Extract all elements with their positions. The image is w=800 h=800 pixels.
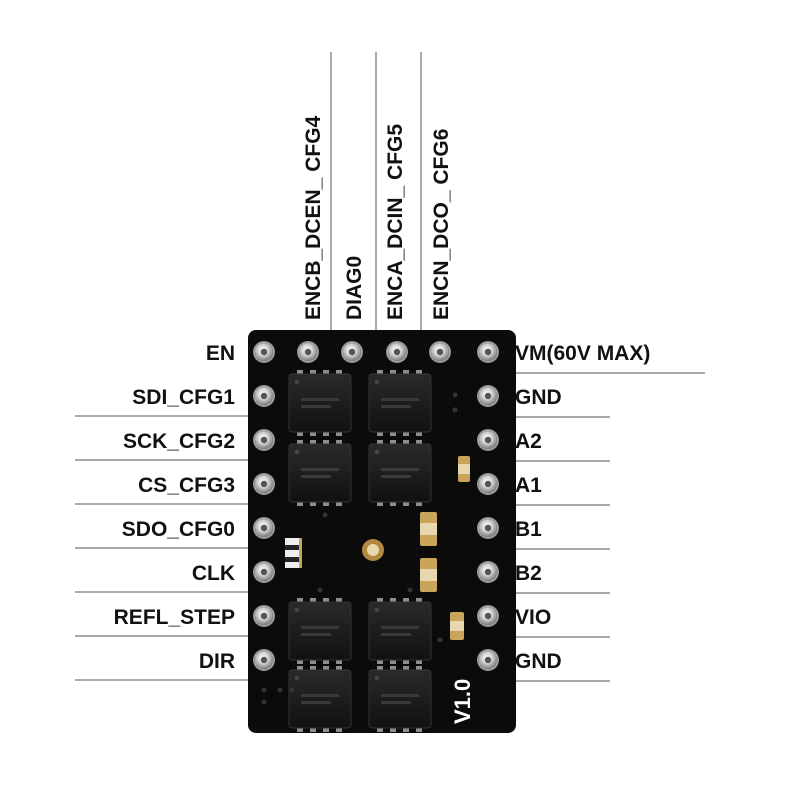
- pad-left-6: [253, 605, 275, 627]
- pad-top-3: [386, 341, 408, 363]
- mosfet-chip: [368, 598, 432, 664]
- pad-top-0: [253, 341, 275, 363]
- pad-left-1: [253, 385, 275, 407]
- resistor-array: [285, 538, 302, 568]
- right-pin-label-gnd-1: GND: [515, 386, 562, 409]
- right-pin-label-gnd-7: GND: [515, 650, 562, 673]
- left-pin-label-sdi-cfg1: SDI_CFG1: [132, 386, 235, 409]
- pad-top-4: [429, 341, 451, 363]
- pad-top-1: [297, 341, 319, 363]
- pad-right-4: [477, 517, 499, 539]
- right-pin-label-vio-6: VIO: [515, 606, 551, 629]
- right-pin-label-b2-5: B2: [515, 562, 542, 585]
- pad-top-2: [341, 341, 363, 363]
- version-mark: V1.0: [450, 679, 475, 724]
- left-pin-label-dir: DIR: [199, 650, 235, 673]
- left-pin-label-clk: CLK: [192, 562, 235, 585]
- left-pin-label-refl-step: REFL_STEP: [114, 606, 235, 629]
- top-pin-label-encn-dco-cfg6: ENCN_DCO_ CFG6: [430, 129, 453, 320]
- mosfet-chip: [368, 370, 432, 436]
- pad-right-5: [477, 561, 499, 583]
- pad-left-5: [253, 561, 275, 583]
- pad-left-7: [253, 649, 275, 671]
- right-pin-label-vm-60v-max-0: VM(60V MAX): [515, 342, 650, 365]
- mount-hole: [362, 539, 384, 561]
- mosfet-chip: [288, 666, 352, 732]
- left-pin-label-en: EN: [206, 342, 235, 365]
- mosfet-chip: [288, 440, 352, 506]
- left-pin-label-sck-cfg2: SCK_CFG2: [123, 430, 235, 453]
- pad-right-3: [477, 473, 499, 495]
- top-pin-label-enca-dcin-cfg5: ENCA_DCIN_ CFG5: [384, 124, 407, 320]
- top-pin-label-encb-dcen-cfg4: ENCB_DCEN_ CFG4: [302, 115, 325, 320]
- driver-board: V1.0: [248, 330, 516, 733]
- right-pin-label-a2-2: A2: [515, 430, 542, 453]
- pad-left-4: [253, 517, 275, 539]
- mosfet-chips: [288, 370, 432, 732]
- pad-left-3: [253, 473, 275, 495]
- right-pin-label-b1-4: B1: [515, 518, 542, 541]
- pad-right-1: [477, 385, 499, 407]
- pad-right-7: [477, 649, 499, 671]
- mosfet-chip: [368, 440, 432, 506]
- pad-top-5: [477, 341, 499, 363]
- mosfet-chip: [368, 666, 432, 732]
- pad-right-6: [477, 605, 499, 627]
- top-pin-label-diag0: DIAG0: [343, 256, 366, 320]
- vias: [261, 392, 458, 705]
- pin-pads: [253, 341, 499, 671]
- left-pin-label-cs-cfg3: CS_CFG3: [138, 474, 235, 497]
- pad-left-2: [253, 429, 275, 451]
- capacitors: [420, 456, 470, 640]
- pad-right-2: [477, 429, 499, 451]
- mosfet-chip: [288, 598, 352, 664]
- left-pin-label-sdo-cfg0: SDO_CFG0: [122, 518, 235, 541]
- mosfet-chip: [288, 370, 352, 436]
- right-pin-label-a1-3: A1: [515, 474, 542, 497]
